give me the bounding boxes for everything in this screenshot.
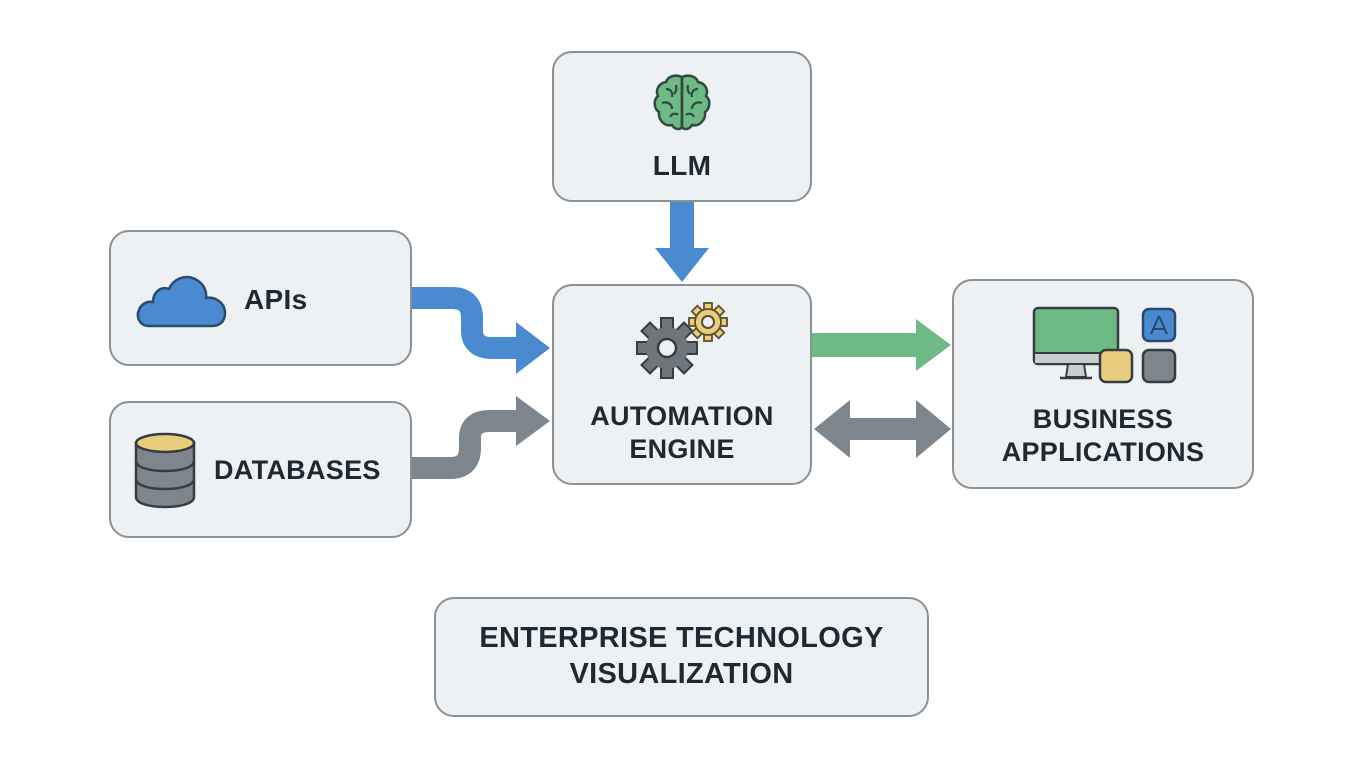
node-apis[interactable]: APIs xyxy=(109,230,412,366)
cloud-icon xyxy=(136,275,227,328)
edge-engine-to-business xyxy=(812,319,951,371)
node-business-applications-label-line2: APPLICATIONS xyxy=(1001,437,1205,467)
node-automation-engine-label-line2: ENGINE xyxy=(629,434,735,464)
app-tile-gray xyxy=(1141,348,1177,384)
database-icon xyxy=(134,432,196,509)
diagram-caption: ENTERPRISE TECHNOLOGY VISUALIZATION xyxy=(434,597,929,717)
node-databases-label: DATABASES xyxy=(214,455,381,485)
apps-icon xyxy=(1032,306,1177,384)
app-store-icon xyxy=(1141,307,1177,343)
node-automation-engine-label-line1: AUTOMATION xyxy=(590,401,774,431)
node-llm-label: LLM xyxy=(652,150,712,181)
diagram-caption-line1: ENTERPRISE TECHNOLOGY xyxy=(479,622,884,654)
node-databases[interactable]: DATABASES xyxy=(109,401,412,538)
brain-icon xyxy=(653,74,711,131)
node-automation-engine[interactable]: AUTOMATION ENGINE xyxy=(552,284,812,485)
node-business-applications-label-line1: BUSINESS xyxy=(1032,404,1174,434)
gears-icon xyxy=(636,302,728,379)
app-tile-yellow xyxy=(1098,348,1134,384)
node-llm[interactable]: LLM xyxy=(552,51,812,202)
edge-engine-business-bidirectional xyxy=(814,400,951,458)
diagram-caption-line2: VISUALIZATION xyxy=(569,658,794,690)
node-apis-label: APIs xyxy=(244,284,308,315)
edge-llm-to-engine xyxy=(655,200,709,282)
node-business-applications[interactable]: BUSINESS APPLICATIONS xyxy=(952,279,1254,489)
edge-databases-to-engine xyxy=(412,396,550,479)
edge-apis-to-engine xyxy=(412,287,550,374)
